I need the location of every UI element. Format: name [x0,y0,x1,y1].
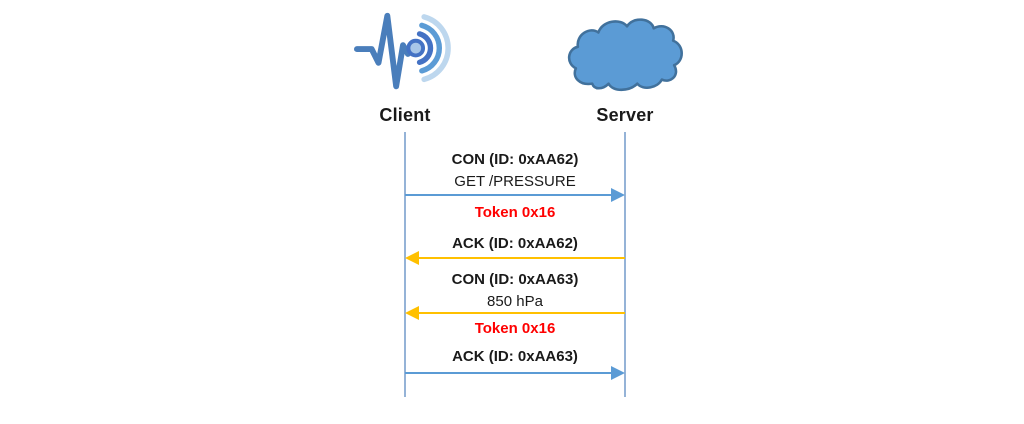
arrow-head-right-icon [611,366,625,380]
message-2-arrow-server-to-client [405,251,625,265]
message-1-subtitle: GET /PRESSURE [454,173,576,190]
client-label: Client [379,105,431,125]
message-3-subtitle: 850 hPa [487,293,543,310]
message-3-token: Token 0x16 [474,320,556,337]
message-4-arrow-client-to-server [405,366,625,380]
arrow-shaft [405,371,616,375]
message-3-arrow-server-to-client [405,306,625,320]
arrow-head-left-icon [405,251,419,265]
arrow-head-left-icon [405,306,419,320]
server-lifeline [624,132,626,397]
arrow-shaft [405,193,616,197]
message-1-token: Token 0x16 [474,204,556,221]
cloud-icon [567,18,683,92]
message-2-title: ACK (ID: 0xAA62) [452,235,578,252]
message-3-title: CON (ID: 0xAA63) [451,271,579,288]
pulse-signal-icon [354,12,451,90]
message-1-title: CON (ID: 0xAA62) [451,151,579,168]
message-4-title: ACK (ID: 0xAA63) [452,348,578,365]
arrow-head-right-icon [611,188,625,202]
arrow-shaft [414,311,625,315]
server-label: Server [596,105,654,125]
arrow-shaft [414,256,625,260]
message-1-arrow-client-to-server [405,188,625,202]
